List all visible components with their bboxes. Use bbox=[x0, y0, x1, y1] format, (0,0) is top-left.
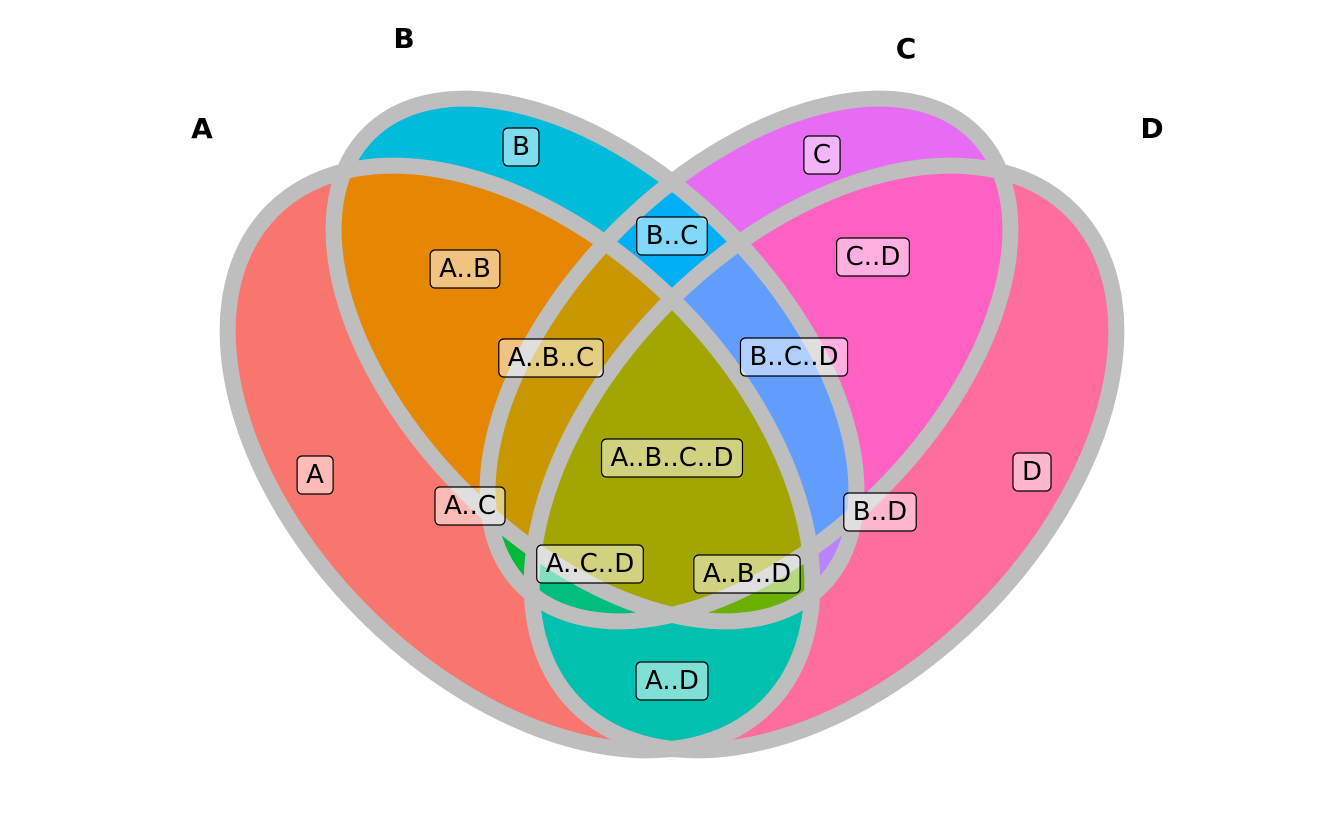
region-label-text: B..C..D bbox=[749, 342, 838, 372]
region-label-text: A bbox=[306, 460, 324, 490]
region-label-text: C bbox=[813, 140, 831, 170]
region-label-box bbox=[502, 127, 540, 167]
region-fills bbox=[116, 2, 1228, 830]
region-label-box bbox=[434, 486, 506, 526]
region-label-box bbox=[600, 438, 744, 478]
region-label-box bbox=[693, 554, 801, 594]
region-label-box bbox=[536, 544, 644, 584]
region-label-b-d: B..D bbox=[843, 492, 917, 532]
region-label-text: D bbox=[1022, 457, 1042, 487]
region-label-text: A..C bbox=[444, 491, 496, 521]
region-label-text: C..D bbox=[846, 242, 901, 272]
region-label-text: A..C..D bbox=[546, 549, 635, 579]
region-label-a-c: A..C bbox=[434, 486, 506, 526]
region-label-box bbox=[843, 492, 917, 532]
region-label-text: A..B bbox=[439, 254, 491, 284]
region-label-text: B..D bbox=[853, 497, 907, 527]
set-titles: A B C D bbox=[191, 22, 1163, 145]
region-label-box bbox=[635, 661, 709, 701]
set-title-a: A bbox=[191, 112, 213, 145]
region-label-a-c-d: A..C..D bbox=[536, 544, 644, 584]
region-label-text: A..B..D bbox=[703, 559, 791, 589]
region-label-a-d: A..D bbox=[635, 661, 709, 701]
region-label-a-b-c: A..B..C bbox=[498, 338, 604, 378]
region-label-c-d: C..D bbox=[836, 237, 910, 277]
region-label-text: A..B..C..D bbox=[611, 443, 734, 473]
region-label-b-c-d: B..C..D bbox=[739, 337, 849, 377]
region-labels: A B C D A..B B..C C..D A..C B..D A..D A..B..C B..C.… bbox=[296, 127, 1052, 701]
set-title-b: B bbox=[393, 22, 414, 55]
region-label-box bbox=[296, 455, 334, 495]
region-label-box bbox=[429, 249, 501, 289]
region-label-a-b-d: A..B..D bbox=[693, 554, 801, 594]
region-label-box bbox=[836, 237, 910, 277]
region-label-box bbox=[803, 135, 841, 175]
region-label-a: A bbox=[296, 455, 334, 495]
region-label-box bbox=[1012, 452, 1052, 492]
region-label-box bbox=[636, 216, 708, 256]
region-label-box bbox=[498, 338, 604, 378]
set-title-d: D bbox=[1140, 112, 1163, 145]
region-label-a-b: A..B bbox=[429, 249, 501, 289]
region-label-text: A..D bbox=[645, 666, 699, 696]
region-label-box bbox=[739, 337, 849, 377]
region-label-b: B bbox=[502, 127, 540, 167]
region-label-c: C bbox=[803, 135, 841, 175]
region-label-text: B bbox=[512, 132, 530, 162]
region-label-a-b-c-d: A..B..C..D bbox=[600, 438, 744, 478]
region-label-text: B..C bbox=[646, 221, 699, 251]
region-label-text: A..B..C bbox=[508, 343, 594, 373]
region-label-b-c: B..C bbox=[636, 216, 708, 256]
region-label-d: D bbox=[1012, 452, 1052, 492]
set-title-c: C bbox=[896, 32, 917, 65]
